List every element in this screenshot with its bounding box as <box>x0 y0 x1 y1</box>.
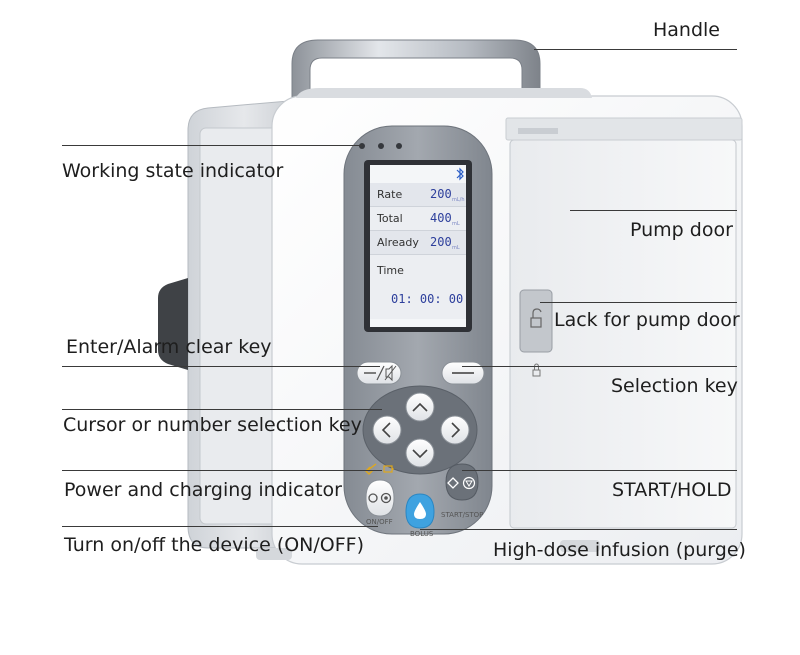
label-lack-for-pump-door: Lack for pump door <box>554 309 740 331</box>
screen-rate-value: 200 <box>430 187 452 201</box>
label-pump-door: Pump door <box>630 219 733 241</box>
droplet-icon <box>414 502 426 519</box>
leader-power-charging <box>62 470 382 471</box>
bolus-key[interactable] <box>405 493 435 529</box>
chevron-up-icon <box>412 402 428 412</box>
status-led-2 <box>378 143 384 149</box>
bolus-caption: BOLUS <box>410 530 434 538</box>
screen-already-unit: mL <box>452 245 460 251</box>
chevron-right-icon <box>451 422 461 438</box>
side-clamp <box>158 278 188 370</box>
leader-working-state <box>62 145 362 146</box>
leader-handle <box>534 49 737 50</box>
screen-total-unit: mL <box>452 221 460 227</box>
label-cursor-number-selection-key: Cursor or number selection key <box>63 414 362 436</box>
on-off-key[interactable] <box>365 479 395 517</box>
screen-time-label: Time <box>377 264 404 277</box>
pump-door-latch[interactable] <box>519 289 553 353</box>
label-high-dose-infusion: High-dose infusion (purge) <box>493 539 746 561</box>
screen-time-value: 01: 00: 00 <box>391 292 464 306</box>
selection-key[interactable] <box>441 361 485 385</box>
cursor-right-key[interactable] <box>440 415 470 445</box>
mute-icon <box>384 364 397 382</box>
label-turn-on-off: Turn on/off the device (ON/OFF) <box>64 534 365 556</box>
screen-rate-unit: mL/h <box>452 197 465 203</box>
bluetooth-icon <box>456 167 464 181</box>
screen-total-label: Total <box>377 212 403 225</box>
leader-high-dose <box>420 529 737 530</box>
cursor-left-key[interactable] <box>372 415 402 445</box>
lock-icon <box>532 363 541 377</box>
screen-already-label: Already <box>377 236 419 249</box>
chevron-down-icon <box>412 449 428 459</box>
leader-door-lock <box>540 302 737 303</box>
screen-rate-label: Rate <box>377 188 403 201</box>
screen-total-value: 400 <box>430 211 452 225</box>
start-stop-key[interactable] <box>445 463 479 501</box>
screen-already-value: 200 <box>430 235 452 249</box>
label-power-charging-indicator: Power and charging indicator <box>64 479 342 501</box>
chevron-left-icon <box>381 422 391 438</box>
leader-onoff <box>62 526 378 527</box>
start-stop-icon <box>447 476 476 490</box>
power-icon <box>368 492 392 504</box>
direction-pad <box>362 385 478 475</box>
cursor-up-key[interactable] <box>405 392 435 422</box>
leader-enter-alarm <box>62 366 380 367</box>
battery-icon <box>383 465 394 473</box>
cursor-down-key[interactable] <box>405 438 435 468</box>
startstop-caption: START/STOP <box>441 511 484 519</box>
leader-start-hold <box>462 470 737 471</box>
onoff-caption: ON/OFF <box>366 518 393 526</box>
label-start-hold: START/HOLD <box>612 479 732 501</box>
enter-alarm-clear-key[interactable] <box>356 361 402 385</box>
label-handle: Handle <box>653 19 721 41</box>
leader-cursor <box>62 409 382 410</box>
label-enter-alarm-clear-key: Enter/Alarm clear key <box>66 336 272 358</box>
plug-icon <box>365 463 377 475</box>
leader-pump-door <box>570 210 737 211</box>
label-selection-key: Selection key <box>611 375 738 397</box>
status-led-3 <box>396 143 402 149</box>
unlock-icon <box>530 308 542 328</box>
label-working-state-indicator: Working state indicator <box>62 160 284 182</box>
leader-selection <box>462 366 737 367</box>
status-led-1 <box>359 143 365 149</box>
